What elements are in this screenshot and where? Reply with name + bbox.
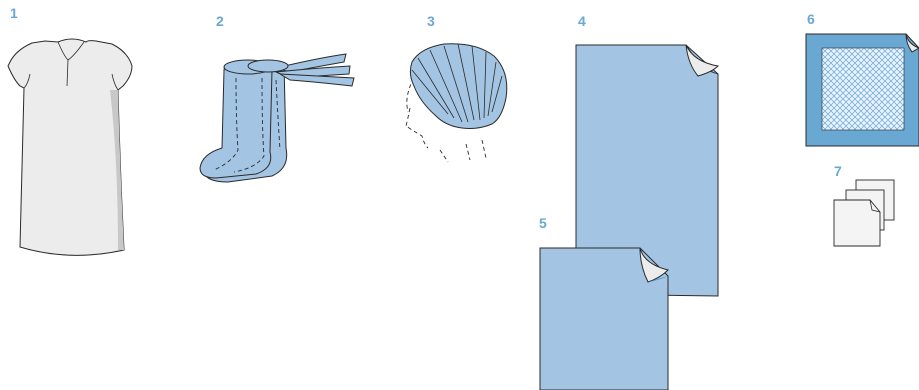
- gauze-swabs-icon: [834, 180, 894, 246]
- small-drape-icon: [540, 248, 668, 390]
- bouffant-cap-icon: [406, 44, 507, 162]
- gown-icon: [8, 39, 132, 255]
- boot-covers-icon: [200, 54, 354, 182]
- absorbent-pad-icon: [806, 34, 919, 146]
